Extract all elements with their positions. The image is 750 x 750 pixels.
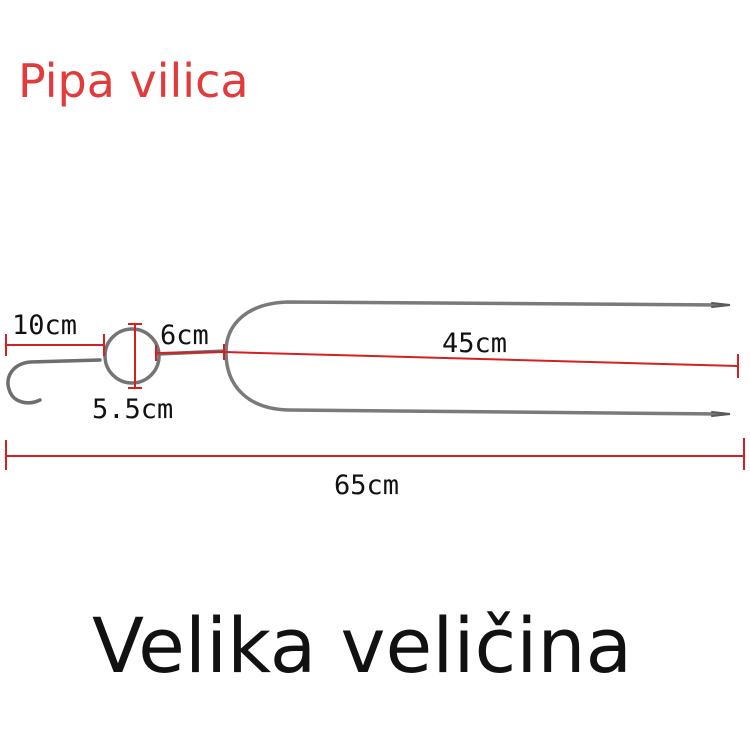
label-ring-diameter: 5.5cm	[92, 394, 174, 425]
prong-bottom	[224, 350, 724, 416]
label-prong-length: 45cm	[442, 328, 508, 359]
label-connector-length: 6cm	[160, 320, 209, 351]
measure-prongs	[223, 351, 739, 367]
prong-top	[224, 300, 724, 354]
measure-connector	[155, 351, 225, 354]
label-total-length: 65cm	[334, 470, 400, 501]
size-caption: Velika veličina	[92, 601, 633, 690]
hook-shape	[6, 358, 102, 405]
prong-top-tip	[711, 302, 731, 308]
ring-shape	[103, 327, 161, 385]
prong-bottom-tip	[711, 411, 731, 417]
measurement-lines	[5, 323, 745, 470]
label-hook-length: 10cm	[12, 310, 78, 341]
product-title: Pipa vilica	[18, 54, 249, 108]
